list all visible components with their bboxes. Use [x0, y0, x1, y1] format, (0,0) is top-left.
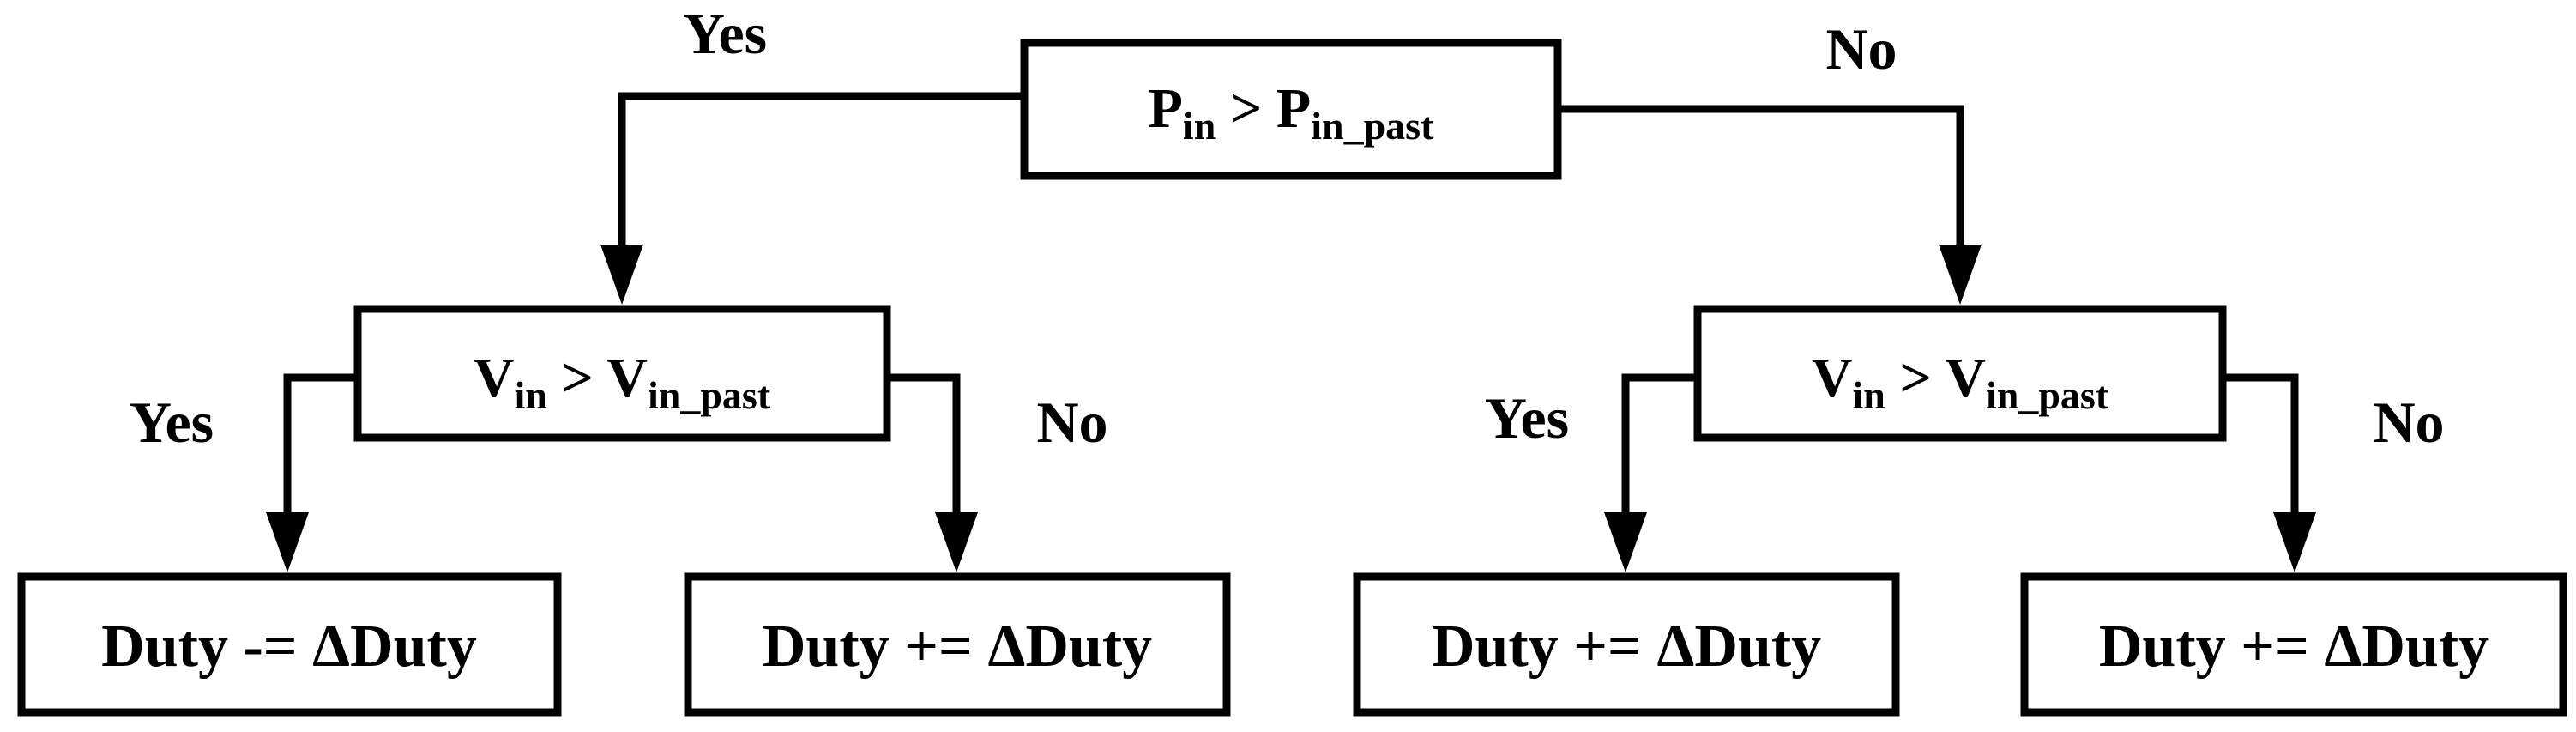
arrowhead-top-no	[1939, 245, 1982, 305]
connector-left-no	[886, 373, 961, 554]
connector-top-yes	[618, 92, 1025, 287]
action-text-1: Duty -= ΔDuty	[101, 614, 477, 680]
branch-label-left-no: No	[1036, 390, 1107, 455]
action-text-3: Duty += ΔDuty	[1432, 614, 1821, 680]
arrowhead-right-yes	[1604, 512, 1647, 572]
branch-label-right-no: No	[2373, 390, 2444, 455]
decision-text-top: Pin > Pin_past	[1149, 77, 1434, 148]
arrowhead-right-no	[2273, 512, 2316, 572]
branch-label-top-no: No	[1825, 16, 1897, 82]
connector-left-yes	[283, 373, 359, 554]
branch-label-top-yes: Yes	[683, 1, 767, 66]
connector-right-yes	[1621, 373, 1698, 554]
action-text-2: Duty += ΔDuty	[763, 614, 1152, 680]
action-box-3	[1353, 572, 1900, 717]
arrowhead-left-yes	[266, 512, 309, 572]
connector-top-no	[1557, 105, 1964, 287]
decision-box-top	[1020, 39, 1562, 180]
action-box-1	[17, 572, 562, 717]
decision-box-right	[1693, 305, 2227, 442]
connector-right-no	[2222, 373, 2299, 554]
branch-label-left-yes: Yes	[130, 390, 214, 455]
action-box-2	[684, 572, 1231, 717]
decision-box-left	[353, 305, 891, 442]
action-box-4	[2020, 572, 2567, 717]
branch-label-right-yes: Yes	[1485, 385, 1569, 451]
action-text-4: Duty += ΔDuty	[2099, 614, 2489, 680]
decision-text-right: Vin > Vin_past	[1812, 347, 2109, 417]
arrowhead-top-yes	[600, 245, 643, 305]
decision-text-left: Vin > Vin_past	[474, 347, 771, 417]
arrowhead-left-no	[935, 512, 978, 572]
